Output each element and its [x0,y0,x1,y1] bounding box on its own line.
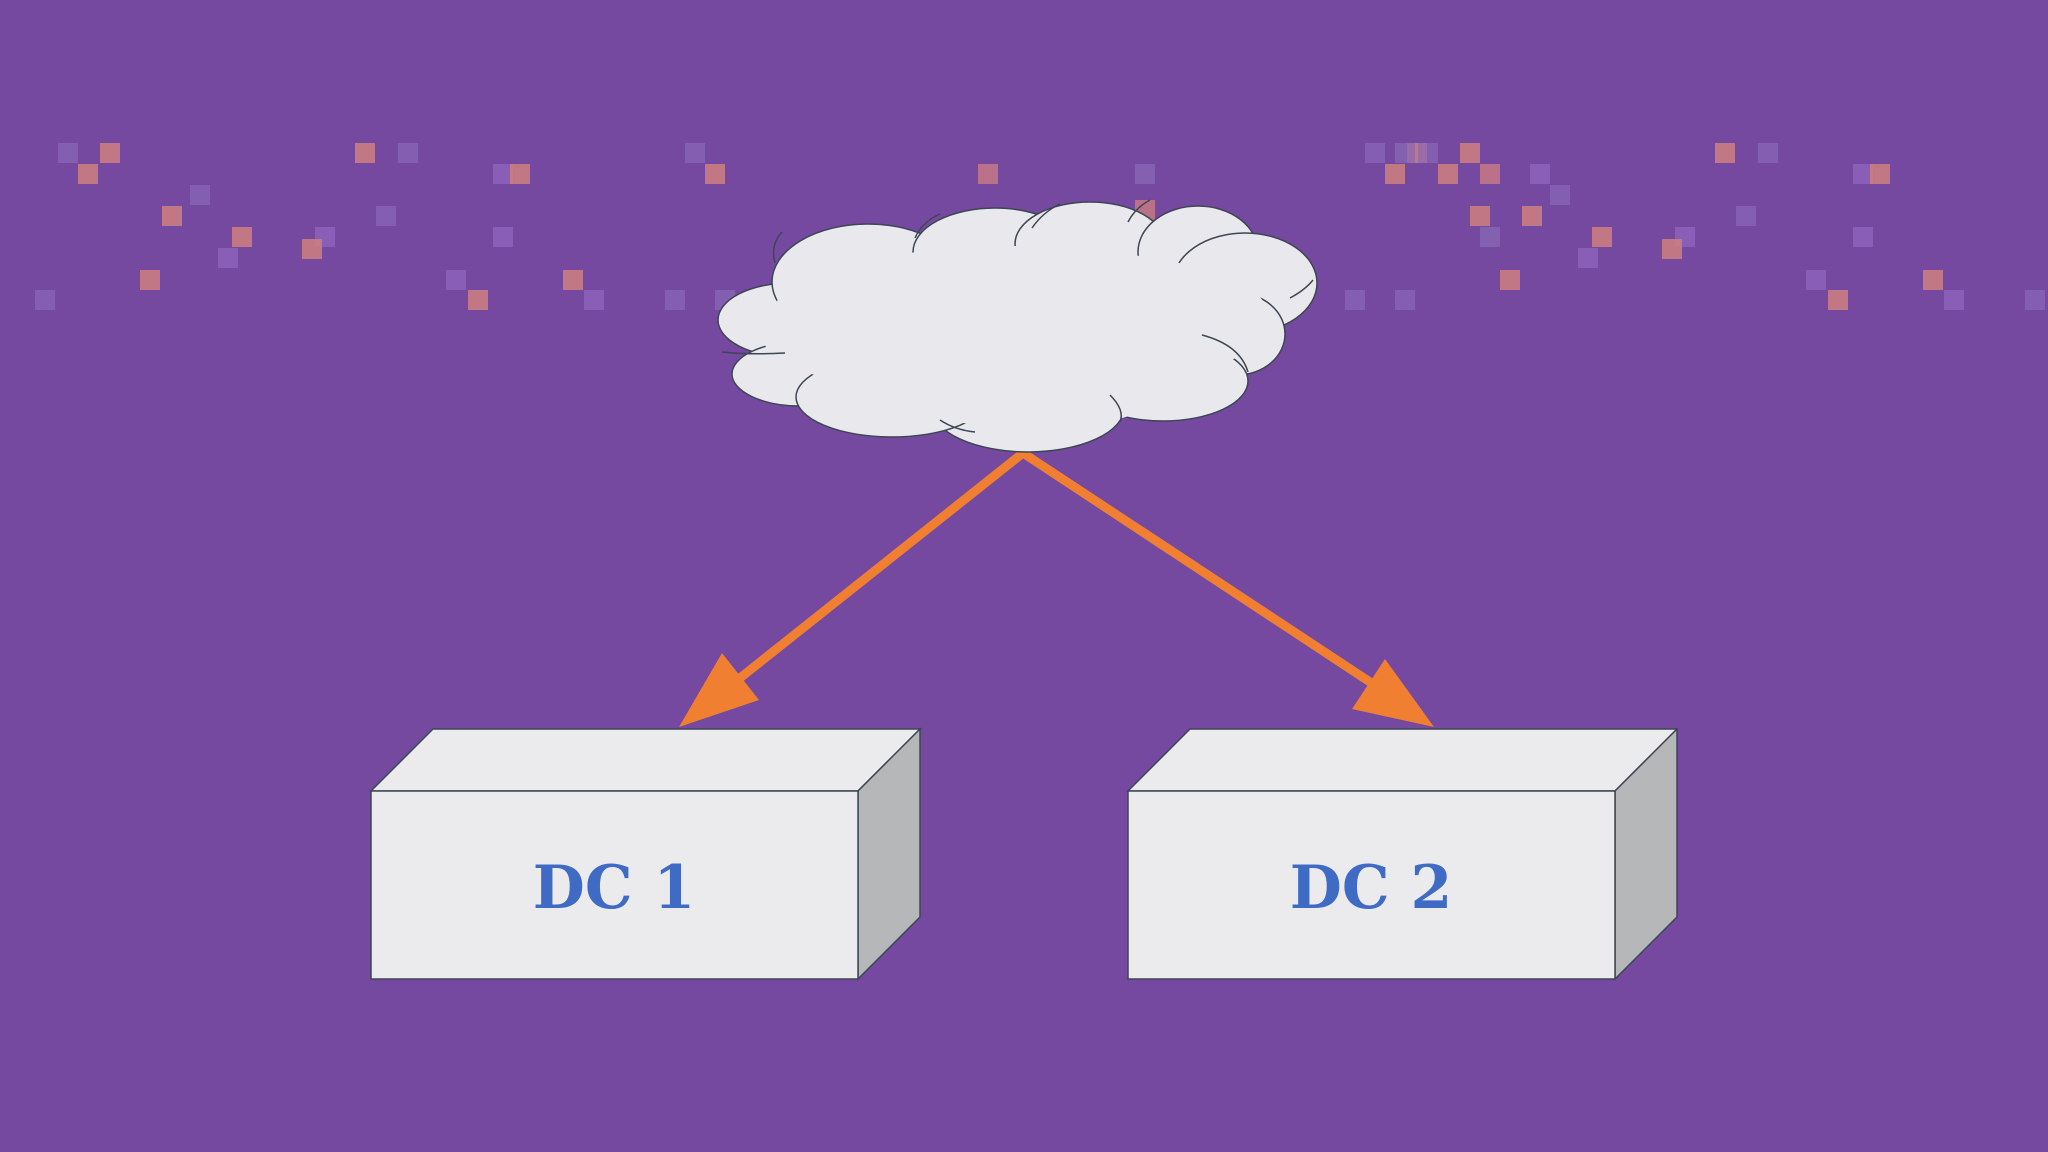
decorative-pixel [2025,290,2045,310]
decorative-pixel [1460,143,1480,163]
cloud-fold-lines [721,199,1314,433]
arrow-cloud-to-dc2 [1018,448,1434,727]
decorative-pixel [685,143,705,163]
decorative-pixel [1853,227,1873,247]
decorative-pixel [1500,270,1520,290]
decorative-pixel [446,270,466,290]
cloud-fold [1201,334,1249,373]
decorative-pixel [162,206,182,226]
dc2-node: DC 2 [1126,727,1679,981]
decorative-pixel [584,290,604,310]
decorative-pixel [1365,143,1385,163]
decorative-pixel [58,143,78,163]
arrow-head-dc2 [1352,659,1434,727]
decorative-pixel [1715,143,1735,163]
decorative-pixel [1944,290,1964,310]
dc2-box-front [1127,790,1616,980]
dc2-label: DC 2 [1290,853,1452,923]
dc1-node: DC 1 [369,727,922,981]
decorative-pixel [1480,227,1500,247]
decorative-pixel [1395,143,1415,163]
decorative-pixel [78,164,98,184]
decorative-pixel [1438,164,1458,184]
decorative-pixel [1736,206,1756,226]
decorative-pixel [665,290,685,310]
decorative-pixel [1470,206,1490,226]
arrow-shaft-dc2 [1018,448,1378,689]
decorative-pixel [510,164,530,184]
decorative-pixel [468,290,488,310]
dc2-box-top [1126,728,1679,792]
decorative-pixel [1592,227,1612,247]
decorative-pixel [1853,164,1873,184]
arrow-cloud-to-dc1 [679,448,1028,727]
decorative-pixel [218,248,238,268]
decorative-pixel [140,270,160,290]
decorative-pixel [1522,206,1542,226]
decorative-pixel [1418,143,1438,163]
decorative-pixel [35,290,55,310]
decorative-pixel [1550,185,1570,205]
dc1-box-top [369,728,922,792]
decorative-pixel [302,239,322,259]
decorative-pixel [1870,164,1890,184]
decorative-pixel-band [35,143,2045,310]
decorative-pixel [563,270,583,290]
cloud-core [880,332,1180,428]
decorative-pixel [1395,290,1415,310]
decorative-pixel [1480,164,1500,184]
decorative-pixel [398,143,418,163]
decorative-pixel [355,143,375,163]
dc1-label: DC 1 [533,853,695,923]
cloud-fold [772,231,783,264]
decorative-pixel [376,206,396,226]
cloud-fold [1031,203,1061,229]
cloud-fill [760,246,1268,428]
cloud-fold [1127,199,1151,223]
decorative-pixel [1345,290,1365,310]
cloud-fold [1289,279,1314,299]
decorative-pixel [493,164,513,184]
arrow-shaft-dc1 [730,448,1028,687]
decorative-pixel [1806,270,1826,290]
decorative-pixel [978,164,998,184]
cloud-fold [914,213,941,239]
decorative-pixel [190,185,210,205]
decorative-pixel [1578,248,1598,268]
cloud-fold [721,351,786,355]
decorative-pixel [1828,290,1848,310]
decorative-pixel [705,164,725,184]
decorative-pixel [1923,270,1943,290]
decorative-pixel [1385,164,1405,184]
decorative-pixel [232,227,252,247]
decorative-pixel [1530,164,1550,184]
cloud-fold [939,419,976,433]
decorative-pixel [1758,143,1778,163]
decorative-pixel [100,143,120,163]
dc1-box-front [370,790,859,980]
arrow-head-dc1 [679,653,759,727]
decorative-pixel [493,227,513,247]
decorative-pixel [1135,164,1155,184]
cloud-fold [1109,394,1122,423]
decorative-pixel [1662,239,1682,259]
